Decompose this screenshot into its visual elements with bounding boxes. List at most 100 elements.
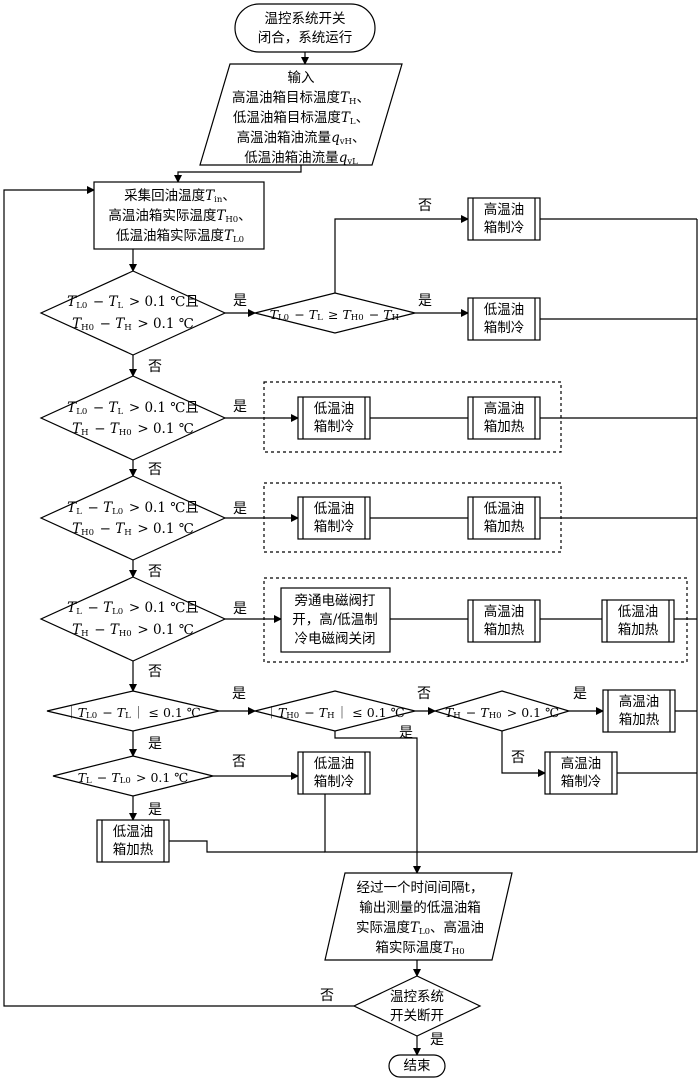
connector [501,731,546,777]
input-line: 低温油箱油流量qvL [244,150,358,167]
action-low-heat-2-box [601,599,675,643]
decision-1-line1: TL0 − TL > 0.1 ℃且 [67,294,199,311]
label-no-d2: 否 [148,462,162,478]
decision-4-shape [39,576,227,662]
action-low-heat-3-box [96,819,170,863]
decision-3-line2: TH0 − TH > 0.1 ℃ [72,521,194,538]
decision-5-shape [46,690,220,732]
end-terminal: 结束 [388,1054,446,1078]
start-label: 温控系统开关 [265,11,346,27]
action-bypass-label: 开，高/低温制 [292,611,378,628]
label-yes-d1: 是 [233,293,247,309]
decision-end-check-shape [352,975,482,1037]
end-check-label: 开关断开 [390,1008,444,1024]
decision-6-shape [254,690,416,732]
label-no-end-check: 否 [320,988,334,1004]
collect-line: 高温油箱实际温度TH0、 [108,207,251,225]
collect-line: 采集回油温度Tin、 [124,188,236,205]
collect-block: 采集回油温度Tin、高温油箱实际温度TH0、低温油箱实际温度TL0 [93,181,265,250]
action-bypass-label: 冷电磁阀关闭 [295,631,376,647]
output-line: 实际温度TL0、高温油 [356,919,484,937]
end-check-label: 温控系统 [390,989,444,1005]
decision-4: TL − TL0 > 0.1 ℃且 TH − TH0 > 0.1 ℃ [39,576,227,662]
label-yes-end-check: 是 [430,1032,444,1048]
action-low-heat-3-label: 低温油 [113,824,154,840]
action-low-cool-3-label: 低温油 [314,501,355,517]
end-shape [388,1054,446,1078]
group-box-4 [263,577,688,663]
label-yes-d6: 是 [399,725,413,741]
action-high-cool-1-box [467,197,541,241]
start-label: 闭合，系统运行 [258,30,353,46]
decision-3-shape [39,475,227,561]
action-high-heat-2-box [467,599,541,643]
action-low-cool-1-box [467,297,541,341]
decision-6-text: ｜TH0 − TH ｜ ≤ 0.1 ℃ [265,705,404,722]
action-low-cool-1-label: 低温油 [484,302,525,318]
action-low-cool-2-box [297,396,371,440]
decision-1b-text: TL0 − TL ≥ TH0 − TH [270,307,401,324]
decision-1: TL0 − TL > 0.1 ℃且 TH0 − TH > 0.1 ℃ [39,270,227,356]
decision-7: TH − TH0 > 0.1 ℃ [432,690,572,732]
connector [3,186,354,1007]
action-high-heat-1-box [467,396,541,440]
label-yes-d4: 是 [233,601,247,617]
start-shape [234,3,376,53]
action-high-cool-2-box [544,751,618,795]
label-no-d7: 否 [511,750,525,766]
action-low-heat-3-label: 箱加热 [113,842,154,858]
action-low-cool-3-box [297,496,371,540]
decision-8-shape [52,755,214,797]
action-low-heat-2-label: 低温油 [618,604,659,620]
action-low-cool-3-label: 箱制冷 [314,519,355,535]
decision-1-line2: TH0 − TH > 0.1 ℃ [72,316,194,333]
decision-1b: TL0 − TL ≥ TH0 − TH [254,292,416,334]
input-line: 输入 [288,70,315,86]
action-low-cool-4-box [297,751,371,795]
label-no-d6: 否 [417,686,431,702]
decision-4-line1: TL − TL0 > 0.1 ℃且 [67,600,199,617]
action-bypass-label: 旁通电磁阀打 [295,592,376,609]
action-low-heat-1-label: 低温油 [484,501,525,517]
label-no-d1b: 否 [418,198,432,214]
action-low-cool-2-label: 箱制冷 [314,419,355,435]
action-low-heat-1-box [467,496,541,540]
action-low-cool-2-label: 低温油 [314,401,355,417]
action-bypass-box [280,587,391,653]
end-label: 结束 [404,1058,431,1074]
input-line: 低温油箱目标温度TL、 [233,110,369,127]
collect-line: 低温油箱实际温度TL0 [116,228,244,245]
action-low-cool-4-label: 低温油 [314,756,355,772]
action-high-heat-2-label: 高温油 [484,603,525,620]
label-yes-d8: 是 [148,802,162,818]
action-high-heat-1-label: 箱加热 [484,419,525,435]
action-high-heat-1-label: 高温油 [484,400,525,417]
decision-5-text: ｜TL0 − TL ｜ ≤ 0.1 ℃ [65,705,201,722]
label-no-d4: 否 [148,664,162,680]
label-yes-d2: 是 [233,399,247,415]
nodes: 温控系统开关闭合，系统运行输入高温油箱目标温度TH、低温油箱目标温度TL、高温油… [39,3,688,1078]
input-line: 高温油箱油流量qvH、 [237,129,366,147]
connector [417,219,698,853]
decision-4-line2: TH − TH0 > 0.1 ℃ [72,622,194,639]
label-no-d1: 否 [148,359,162,375]
connectors [3,52,698,1056]
group-box-2 [263,381,562,453]
label-no-d8: 否 [232,754,246,770]
decision-1-shape [39,270,227,356]
label-yes-d1b: 是 [418,293,432,309]
